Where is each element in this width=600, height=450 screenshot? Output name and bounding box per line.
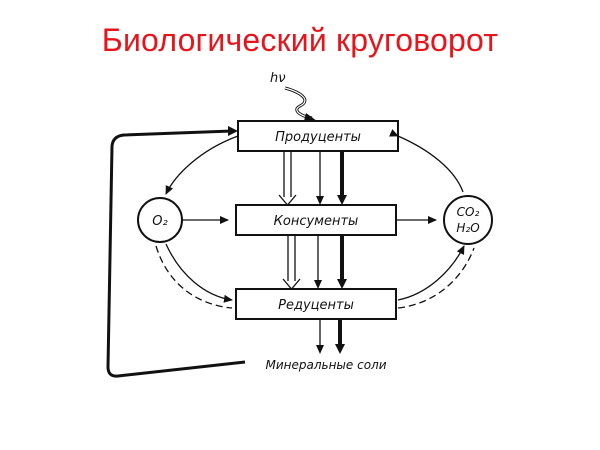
oxygen-to-decomposers-arrow — [165, 243, 233, 303]
consumers-box — [235, 204, 397, 236]
consumers-to-decomposers-flows — [282, 235, 347, 291]
producers-box — [237, 120, 399, 152]
co2-water-node — [443, 195, 493, 245]
decomposers-box — [235, 288, 397, 320]
co2-label: CO₂ — [457, 205, 480, 219]
producers-label: Продуценты — [275, 130, 361, 145]
oxygen-to-decomposers-dashed — [155, 245, 233, 309]
water-label: H₂O — [456, 221, 479, 235]
decomposers-to-co2-arrow — [397, 245, 465, 301]
decomposers-to-minerals-flows — [316, 319, 345, 354]
mineral-recycle-loop — [106, 129, 246, 378]
slide-title: Биологический круговорот — [101, 22, 499, 58]
decomposers-label: Редуценты — [278, 298, 354, 313]
co2-to-producers-arrow — [389, 129, 464, 193]
mineral-salts-label: Минеральные соли — [265, 358, 386, 372]
oxygen-label: O₂ — [152, 214, 167, 229]
energy-input-arrow — [284, 86, 317, 121]
energy-input-label: hν — [270, 71, 286, 86]
decomposers-to-co2-dashed — [397, 247, 475, 309]
consumers-label: Консументы — [274, 214, 359, 229]
producers-to-consumers-flows — [278, 151, 347, 207]
producers-to-oxygen-arrow — [165, 135, 239, 195]
